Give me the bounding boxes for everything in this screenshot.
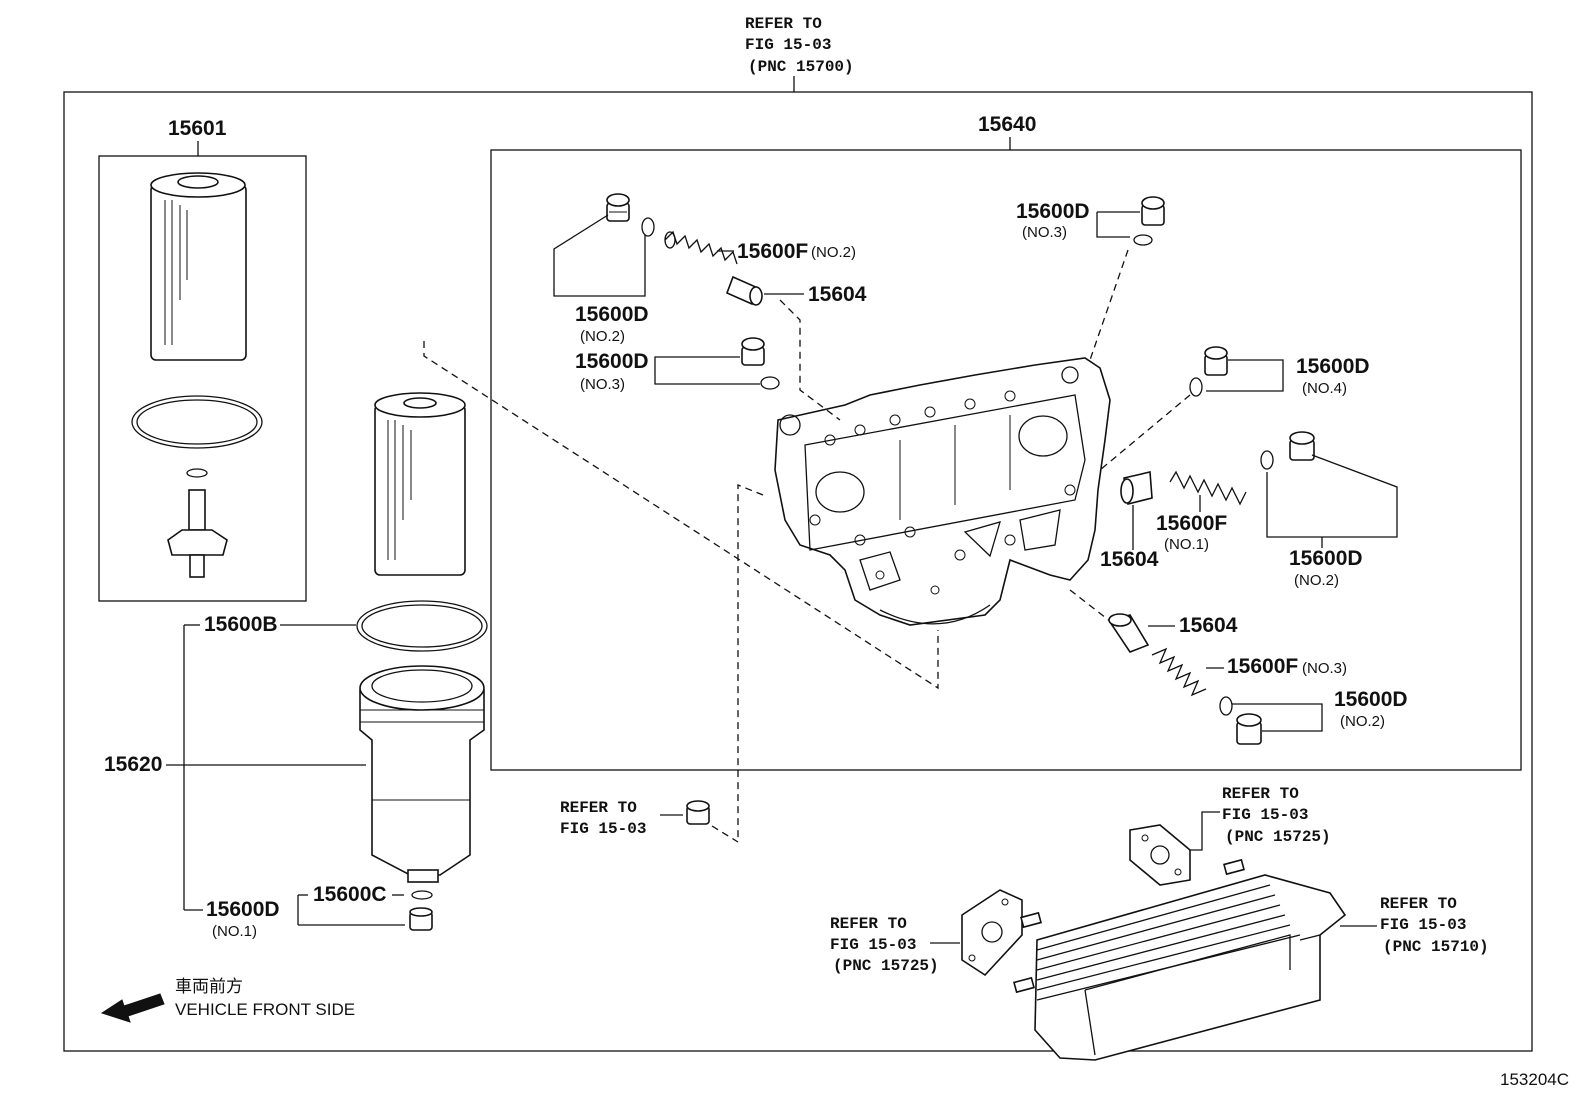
label-15600D-br-sub: (NO.2): [1340, 713, 1385, 730]
refer-gasket-left-line3: (PNC 15725): [833, 957, 939, 975]
drain-valve-icon: [167, 489, 228, 578]
plug-no4-icon: [1204, 346, 1228, 376]
filter-element-icon: [150, 172, 247, 361]
plug-tr-icon: [1141, 196, 1165, 226]
diagram-id: 153204C: [1500, 1070, 1569, 1089]
refer-top-line3: (PNC 15700): [748, 58, 854, 76]
label-15640: 15640: [978, 113, 1036, 136]
label-15600D-no3-left: 15600D: [575, 350, 649, 373]
label-15600D-no1: 15600D: [206, 898, 280, 921]
refer-gasket-left-line2: FIG 15-03: [830, 936, 916, 954]
oil-filter-bracket-icon: [774, 357, 1111, 626]
o-ring-tl-icon: [641, 217, 655, 237]
label-15600D-no1-sub: (NO.1): [212, 923, 257, 940]
o-ring-no3-left-icon: [760, 376, 780, 390]
valve-15604-top-icon: [725, 275, 763, 306]
o-ring-small-icon: [186, 468, 208, 478]
outer-frame: [63, 91, 1533, 1052]
valve-15604-mid-icon: [1120, 471, 1153, 505]
refer-plug-line2: FIG 15-03: [560, 820, 646, 838]
refer-plug-icon: [686, 800, 710, 825]
refer-gasket-top-line1: REFER TO: [1222, 785, 1299, 803]
label-15600D-tl-sub: (NO.2): [580, 328, 625, 345]
gasket-ring-icon: [356, 600, 488, 652]
o-ring-large-icon: [131, 395, 263, 449]
o-ring-br-icon: [1219, 696, 1233, 716]
label-15604-top: 15604: [808, 283, 867, 306]
spring-no2-icon: [664, 230, 738, 265]
label-15600F-no1: 15600F: [1156, 512, 1227, 535]
label-15600D-no4-sub: (NO.4): [1302, 380, 1347, 397]
refer-top-line1: REFER TO: [745, 15, 822, 33]
label-15600F-no2-sub: (NO.2): [811, 244, 856, 261]
spring-no1-icon: [1169, 470, 1247, 506]
o-ring-tr-icon: [1133, 234, 1153, 246]
spring-no3-icon: [1151, 647, 1207, 697]
label-15600F-no1-sub: (NO.1): [1164, 536, 1209, 553]
o-ring-r2-icon: [1260, 450, 1274, 470]
plug-r2-icon: [1289, 431, 1315, 461]
label-15600F-no3: 15600F: [1227, 655, 1298, 678]
label-15604-low: 15604: [1179, 614, 1238, 637]
gasket-left-icon: [961, 889, 1023, 977]
arrow-left-icon: [100, 993, 165, 1023]
label-15600F-no3-sub: (NO.3): [1302, 660, 1347, 677]
label-15600D-tr: 15600D: [1016, 200, 1090, 223]
label-15600F-no2: 15600F: [737, 240, 808, 263]
plug-top-left-icon: [606, 193, 630, 222]
filter-kit-frame: [98, 155, 307, 602]
label-15600D-br: 15600D: [1334, 688, 1408, 711]
label-15604-mid: 15604: [1100, 548, 1159, 571]
refer-top-line2: FIG 15-03: [745, 36, 831, 54]
label-15600D-tr-sub: (NO.3): [1022, 224, 1067, 241]
direction-jp: 車両前方: [175, 977, 243, 996]
drain-plug-no1-icon: [409, 907, 433, 931]
label-15601: 15601: [168, 117, 227, 140]
label-15600D-r2-sub: (NO.2): [1294, 572, 1339, 589]
o-ring-15600C-icon: [411, 890, 433, 900]
refer-cooler-line1: REFER TO: [1380, 895, 1457, 913]
label-15600B: 15600B: [204, 613, 278, 636]
label-15600D-no3-left-sub: (NO.3): [580, 376, 625, 393]
refer-plug-line1: REFER TO: [560, 799, 637, 817]
direction-en: VEHICLE FRONT SIDE: [175, 1000, 355, 1019]
refer-gasket-top-line2: FIG 15-03: [1222, 806, 1308, 824]
filter-cartridge-icon: [374, 392, 466, 576]
oil-cooler-icon: [1013, 858, 1347, 1061]
label-15600C: 15600C: [313, 883, 387, 906]
refer-gasket-left-line1: REFER TO: [830, 915, 907, 933]
plug-15600D-no3-icon: [741, 337, 765, 366]
housing-frame: [490, 149, 1522, 771]
valve-15604-low-icon: [1108, 613, 1150, 653]
filter-case-icon: [359, 665, 485, 883]
label-15600D-r2: 15600D: [1289, 547, 1363, 570]
label-15600D-no4: 15600D: [1296, 355, 1370, 378]
refer-cooler-line3: (PNC 15710): [1383, 938, 1489, 956]
label-15620: 15620: [104, 753, 162, 776]
plug-br-icon: [1236, 713, 1262, 745]
label-15600D-tl: 15600D: [575, 303, 649, 326]
gasket-top-icon: [1129, 824, 1191, 886]
refer-gasket-top-line3: (PNC 15725): [1225, 828, 1331, 846]
refer-cooler-line2: FIG 15-03: [1380, 916, 1466, 934]
o-ring-no4-icon: [1189, 377, 1203, 397]
